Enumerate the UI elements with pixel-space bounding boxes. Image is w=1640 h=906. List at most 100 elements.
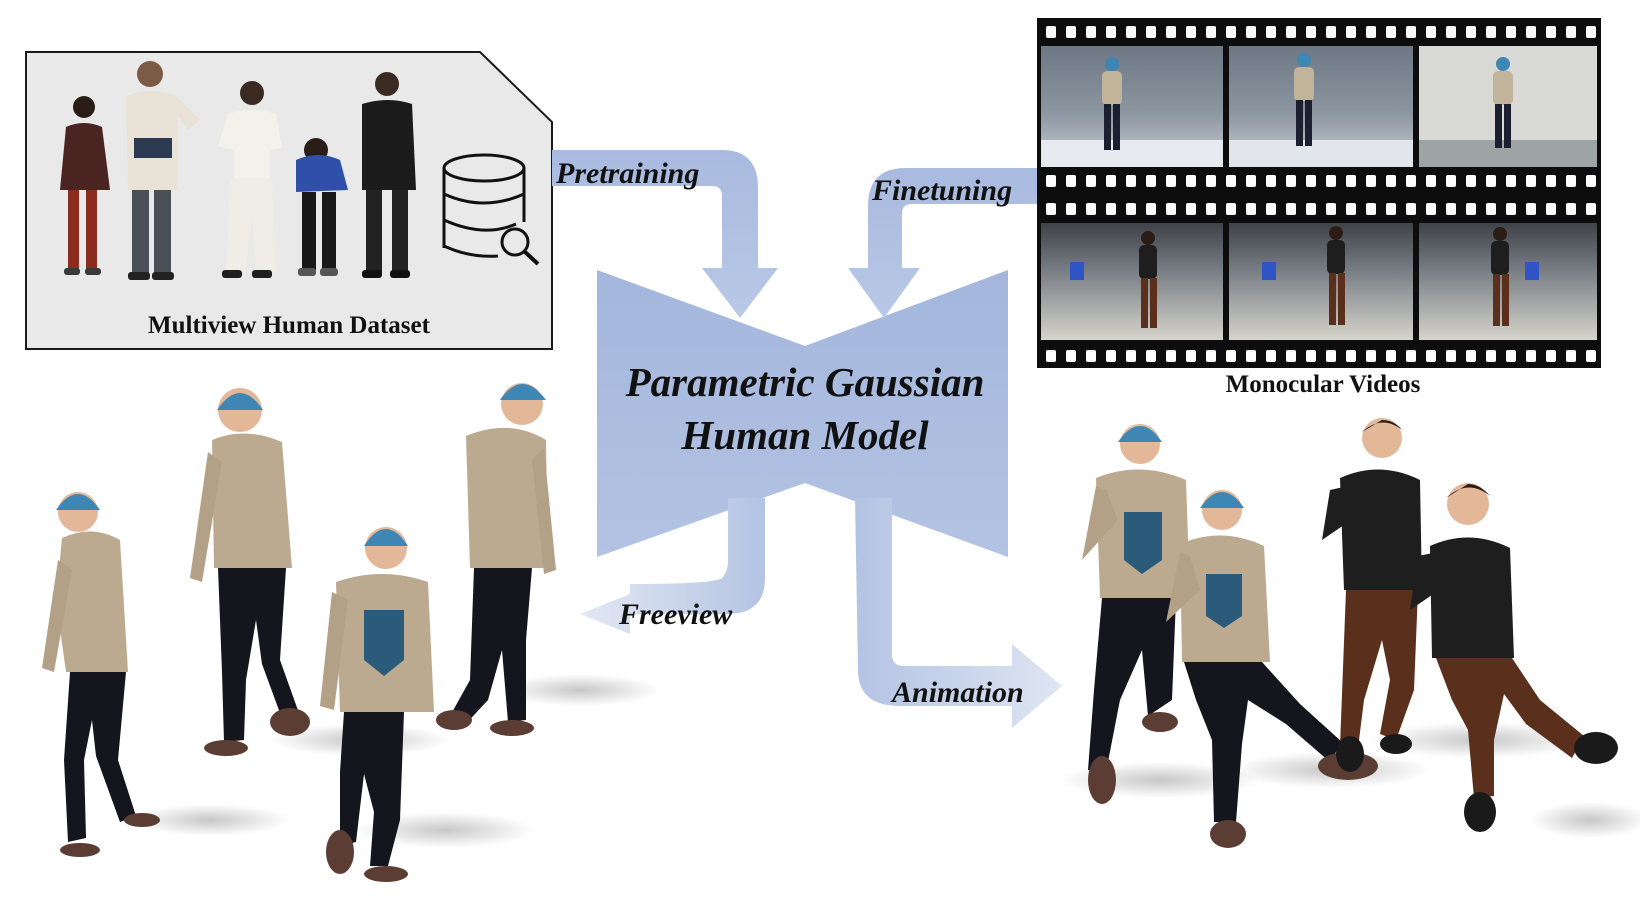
- sprocket-hole: [1146, 175, 1156, 187]
- sprocket-hole: [1406, 350, 1416, 362]
- finetuning-arrow: [848, 168, 1037, 318]
- sprocket-hole: [1166, 350, 1176, 362]
- freeview-label: Freeview: [618, 598, 733, 631]
- sprocket-hole: [1266, 26, 1276, 38]
- sprocket-hole: [1046, 26, 1056, 38]
- sprocket-hole: [1266, 350, 1276, 362]
- freeview-renders: [42, 383, 660, 882]
- model-title-line-2: Human Model: [680, 412, 929, 458]
- sprocket-hole: [1346, 350, 1356, 362]
- sprocket-hole: [1126, 203, 1136, 215]
- sprocket-hole: [1366, 26, 1376, 38]
- sprocket-hole: [1106, 26, 1116, 38]
- sprocket-hole: [1426, 26, 1436, 38]
- pretraining-label: Pretraining: [555, 157, 699, 190]
- sprocket-hole: [1546, 203, 1556, 215]
- sprocket-hole: [1126, 175, 1136, 187]
- sprocket-hole: [1326, 26, 1336, 38]
- sprocket-hole: [1306, 175, 1316, 187]
- sprocket-hole: [1066, 350, 1076, 362]
- sprocket-hole: [1526, 26, 1536, 38]
- sprocket-hole: [1326, 175, 1336, 187]
- sprocket-hole: [1286, 26, 1296, 38]
- sprocket-hole: [1586, 203, 1596, 215]
- sprocket-hole: [1406, 175, 1416, 187]
- sprocket-hole: [1226, 350, 1236, 362]
- freeview-figure-2: [190, 388, 310, 756]
- sprocket-hole: [1546, 26, 1556, 38]
- pretraining-arrow: [552, 150, 778, 318]
- sprocket-hole: [1066, 175, 1076, 187]
- sprocket-hole: [1586, 26, 1596, 38]
- sprocket-hole: [1526, 203, 1536, 215]
- sprocket-hole: [1286, 203, 1296, 215]
- dataset-caption: Multiview Human Dataset: [148, 312, 431, 339]
- sprocket-hole: [1326, 203, 1336, 215]
- sprocket-hole: [1246, 203, 1256, 215]
- video-frame-indoor-1: [1041, 223, 1223, 340]
- sprocket-hole: [1046, 203, 1056, 215]
- sprocket-hole: [1306, 350, 1316, 362]
- sprocket-hole: [1386, 350, 1396, 362]
- sprocket-hole: [1286, 350, 1296, 362]
- sprocket-hole: [1546, 350, 1556, 362]
- sprocket-hole: [1466, 203, 1476, 215]
- monocular-video-film-strip: Monocular Videos: [1037, 18, 1601, 398]
- sprocket-hole: [1366, 350, 1376, 362]
- freeview-arrow: [580, 498, 765, 634]
- sprocket-hole: [1386, 175, 1396, 187]
- sprocket-hole: [1206, 350, 1216, 362]
- videos-caption: Monocular Videos: [1226, 371, 1421, 398]
- sprocket-hole: [1066, 203, 1076, 215]
- freeview-figure-1: [42, 492, 160, 857]
- sprocket-hole: [1046, 175, 1056, 187]
- video-frame-indoor-2: [1229, 223, 1413, 340]
- sprocket-hole: [1426, 175, 1436, 187]
- sprocket-hole: [1446, 203, 1456, 215]
- sprocket-hole: [1246, 350, 1256, 362]
- sprocket-hole: [1586, 350, 1596, 362]
- multiview-dataset-panel: Multiview Human Dataset: [25, 51, 553, 350]
- sprocket-hole: [1066, 26, 1076, 38]
- sprocket-hole: [1406, 26, 1416, 38]
- sprocket-hole: [1306, 203, 1316, 215]
- sprocket-hole: [1206, 175, 1216, 187]
- animation-renders: [1060, 418, 1640, 848]
- sprocket-hole: [1186, 26, 1196, 38]
- sprocket-hole: [1266, 175, 1276, 187]
- sprocket-hole: [1146, 203, 1156, 215]
- sprocket-hole: [1486, 350, 1496, 362]
- animation-figure-sweater-1: [1322, 418, 1422, 772]
- sprocket-hole: [1446, 350, 1456, 362]
- sprocket-hole: [1586, 175, 1596, 187]
- sprocket-hole: [1466, 175, 1476, 187]
- animation-label: Animation: [890, 676, 1024, 709]
- sprocket-hole: [1206, 26, 1216, 38]
- sprocket-hole: [1426, 203, 1436, 215]
- sprocket-hole: [1366, 203, 1376, 215]
- sprocket-hole: [1506, 350, 1516, 362]
- sprocket-hole: [1546, 175, 1556, 187]
- sprocket-hole: [1166, 203, 1176, 215]
- database-search-icon: [442, 153, 540, 266]
- sprocket-hole: [1486, 203, 1496, 215]
- sprocket-hole: [1086, 26, 1096, 38]
- sprocket-hole: [1166, 26, 1176, 38]
- sprocket-hole: [1486, 175, 1496, 187]
- sprocket-hole: [1206, 203, 1216, 215]
- freeview-figure-3: [320, 527, 434, 882]
- sprocket-hole: [1246, 175, 1256, 187]
- animation-figure-hoodie-1: [1082, 424, 1190, 804]
- parametric-gaussian-model-block: Parametric Gaussian Human Model: [597, 270, 1008, 557]
- sprocket-hole: [1506, 26, 1516, 38]
- sprocket-hole: [1186, 175, 1196, 187]
- sprocket-hole: [1286, 175, 1296, 187]
- sprocket-hole: [1526, 175, 1536, 187]
- model-title-line-1: Parametric Gaussian: [625, 359, 985, 405]
- dataset-person-4: [296, 138, 348, 276]
- sprocket-hole: [1186, 203, 1196, 215]
- sprocket-hole: [1106, 175, 1116, 187]
- animation-figure-sweater-2: [1410, 483, 1618, 832]
- sprocket-hole: [1086, 350, 1096, 362]
- sprocket-hole: [1186, 350, 1196, 362]
